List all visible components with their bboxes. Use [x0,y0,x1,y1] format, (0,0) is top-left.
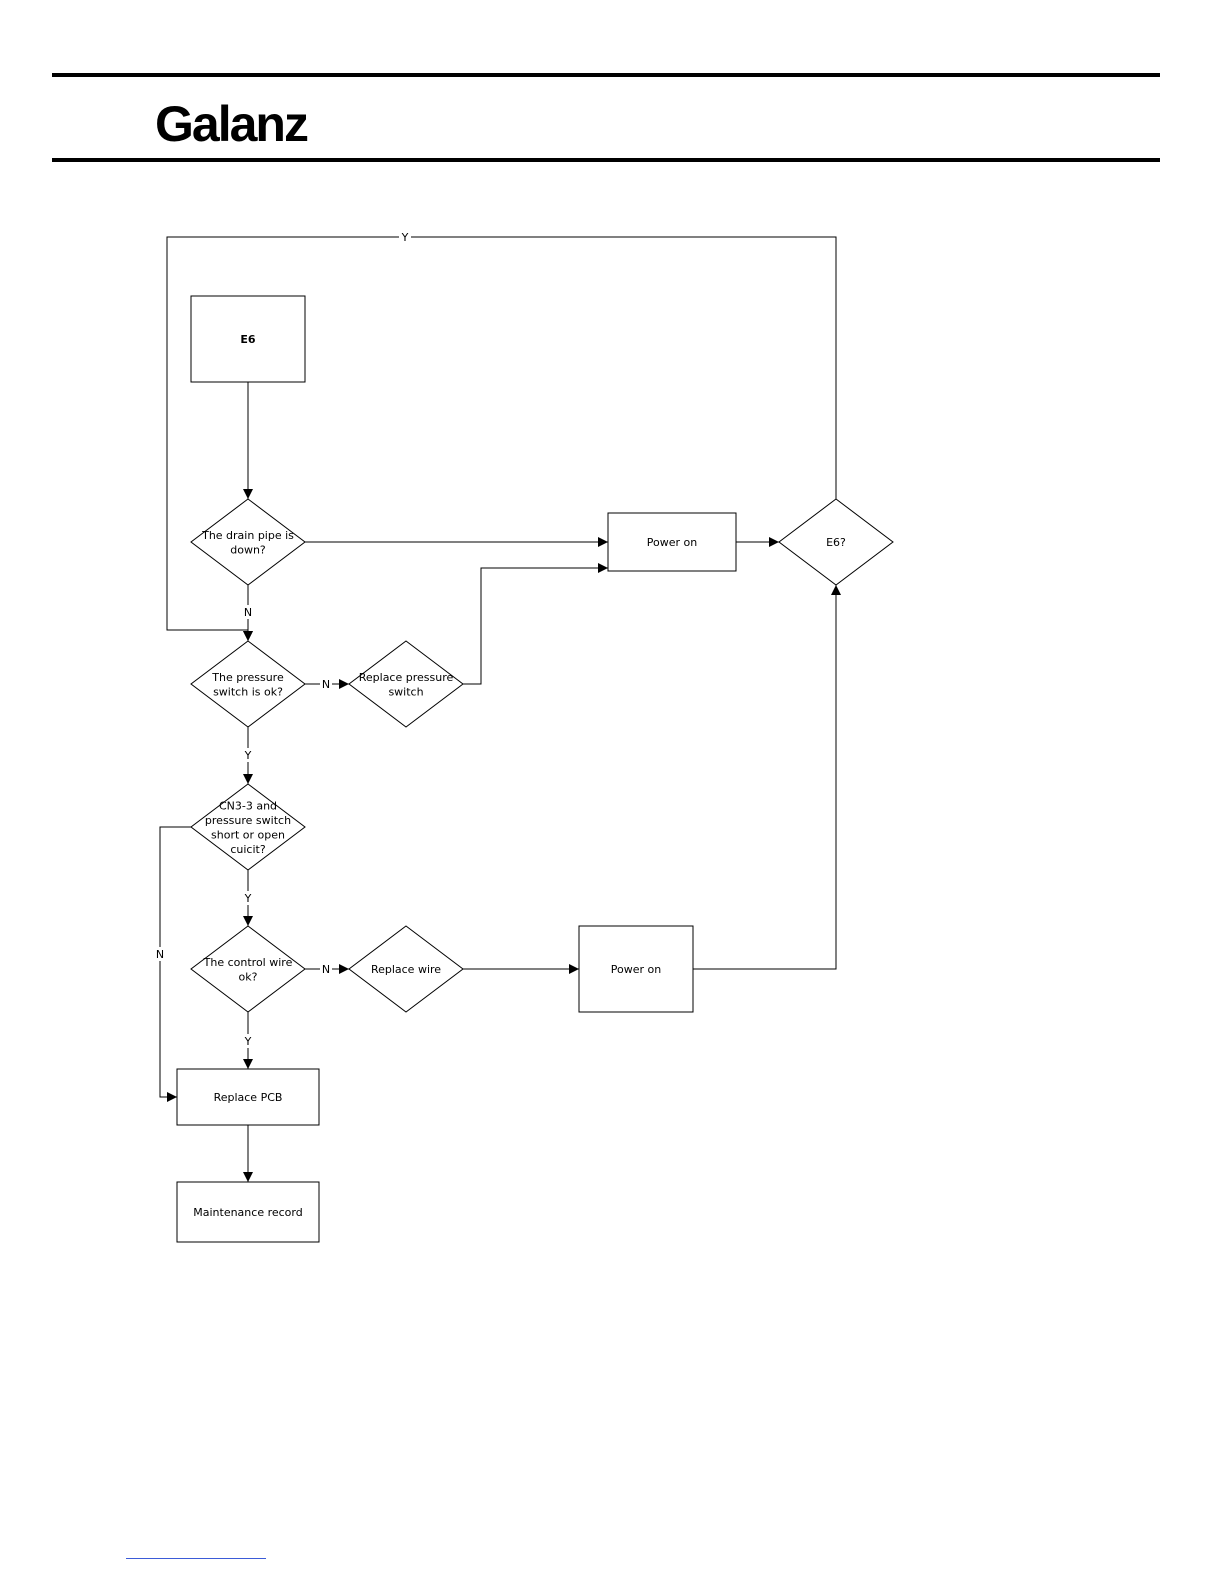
node-label: switch [388,685,423,698]
edge-label: N [156,948,164,961]
node-label: Power on [647,536,697,549]
node-label: Maintenance record [193,1206,302,1219]
decision-diamond [191,926,305,1012]
footer-link-line [126,1558,266,1559]
edge-label: Y [244,749,252,762]
node-pcb: Replace PCB [177,1069,319,1125]
edge-label: Y [244,1035,252,1048]
edge-label: N [244,606,252,619]
edge-label: Y [244,892,252,905]
node-power2: Power on [579,926,693,1012]
edge-power2-check1 [693,585,836,969]
decision-diamond [349,641,463,727]
node-label: The drain pipe is [201,529,294,542]
node-label: down? [230,543,266,556]
decision-diamond [191,641,305,727]
edge-cn3-pcb [160,827,191,1097]
edge-replace_ps-power1 [463,568,608,684]
node-replace-wire: Replace wire [349,926,463,1012]
node-label: Replace pressure [359,671,454,684]
node-label: short or open [211,828,285,841]
node-label: CN3-3 and [219,799,277,812]
node-record: Maintenance record [177,1182,319,1242]
edge-label: N [322,963,330,976]
node-start: E6 [191,296,305,382]
node-label: switch is ok? [213,685,283,698]
decision-diamond [191,499,305,585]
edge-label: Y [401,231,409,244]
node-label: ok? [239,970,258,983]
decision-diamond [191,784,305,870]
node-power1: Power on [608,513,736,571]
node-label: The control wire [203,956,293,969]
edge-label: N [322,678,330,691]
node-label: The pressure [211,671,284,684]
node-check1: E6? [779,499,893,585]
node-label: Replace PCB [214,1091,283,1104]
node-label: E6? [826,536,846,549]
node-label: E6 [240,333,256,346]
node-label: pressure switch [205,814,291,827]
node-label: cuicit? [230,843,265,856]
node-label: Replace wire [371,963,441,976]
node-label: Power on [611,963,661,976]
